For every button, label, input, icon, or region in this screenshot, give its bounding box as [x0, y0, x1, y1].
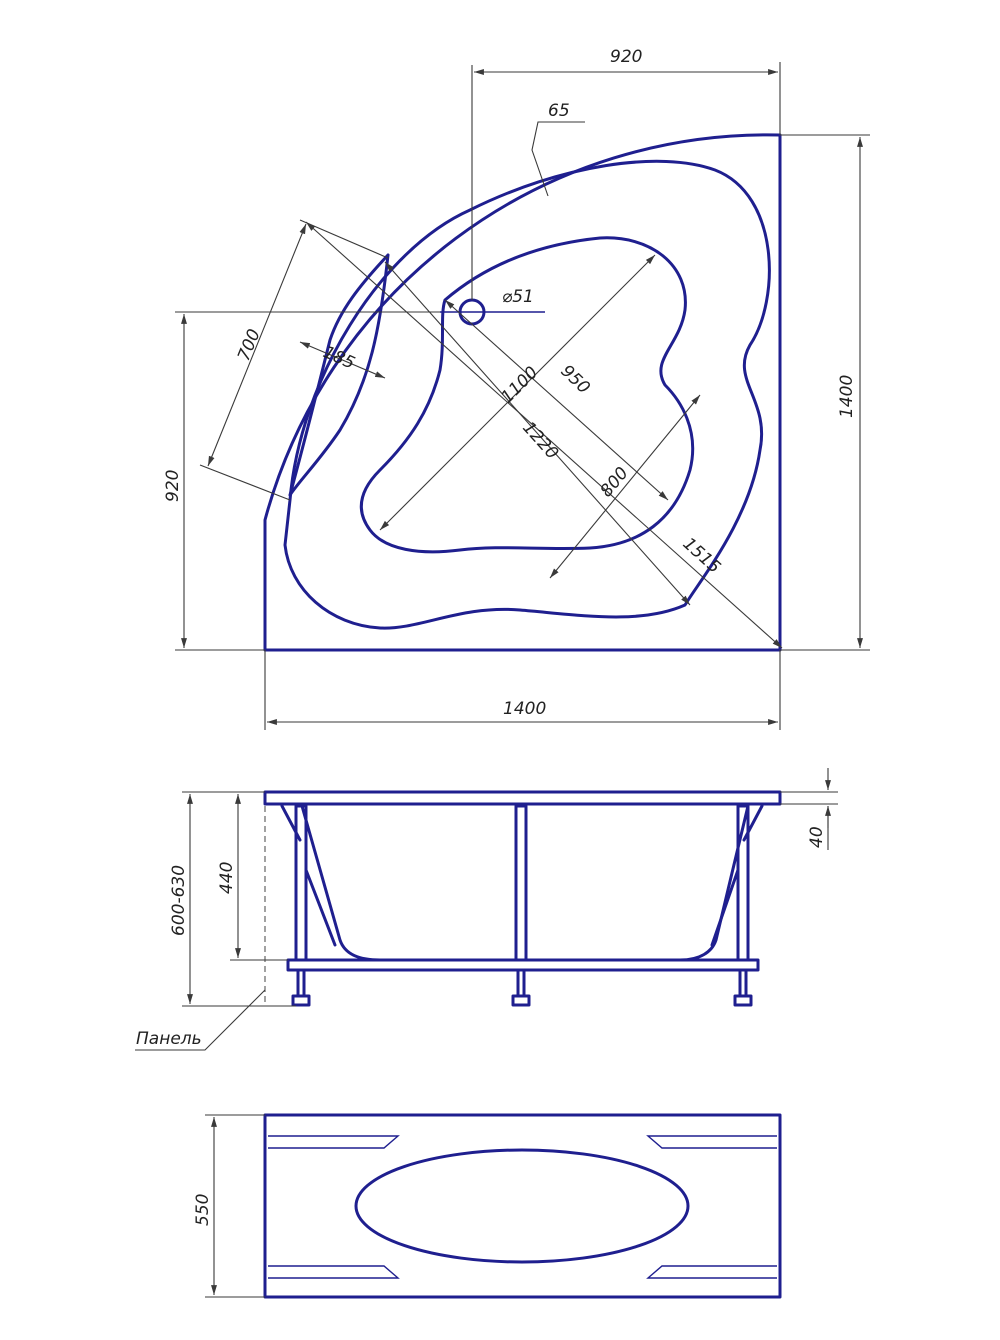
dim-1100: 1100: [497, 363, 542, 408]
dim-800: 800: [597, 463, 633, 501]
dim-1515: 1515: [679, 534, 725, 578]
top-view: 920 65 ⌀51 1400 920 1400 700 185 1515: [163, 47, 870, 730]
dim-1400-bottom: 1400: [503, 699, 546, 719]
panel-grooves: [268, 1135, 777, 1279]
dim-line-1100: [379, 254, 656, 531]
dim-700: 700: [234, 326, 265, 364]
dim-65: 65: [548, 101, 570, 121]
panel-label: Панель: [136, 1029, 202, 1049]
frame-legs: [280, 804, 764, 962]
side-view: 40 600-630 440 Панель: [135, 768, 838, 1051]
front-panel: [263, 1113, 782, 1299]
dim-line-800: [549, 394, 701, 579]
dim-40: 40: [807, 826, 827, 848]
adjustable-feet: [291, 968, 753, 1007]
dim-1220: 1220: [518, 418, 562, 464]
dim-line-700: [207, 223, 307, 467]
dim-920-top: 920: [610, 47, 642, 67]
tub-body-side: [300, 804, 750, 962]
dim-drain: ⌀51: [502, 287, 534, 307]
dim-600-630: 600-630: [169, 865, 189, 936]
dim-550: 550: [193, 1194, 213, 1226]
dim-1400-right: 1400: [837, 375, 857, 418]
panel-view: 550: [193, 1113, 782, 1299]
bath-basin: [359, 236, 695, 554]
dim-line-950: [444, 299, 669, 501]
dim-950: 950: [557, 361, 594, 398]
panel-oval-cutout: [354, 1148, 690, 1264]
dim-440: 440: [217, 862, 237, 894]
dim-920-left: 920: [163, 470, 183, 502]
bath-rim-side: [263, 790, 782, 806]
